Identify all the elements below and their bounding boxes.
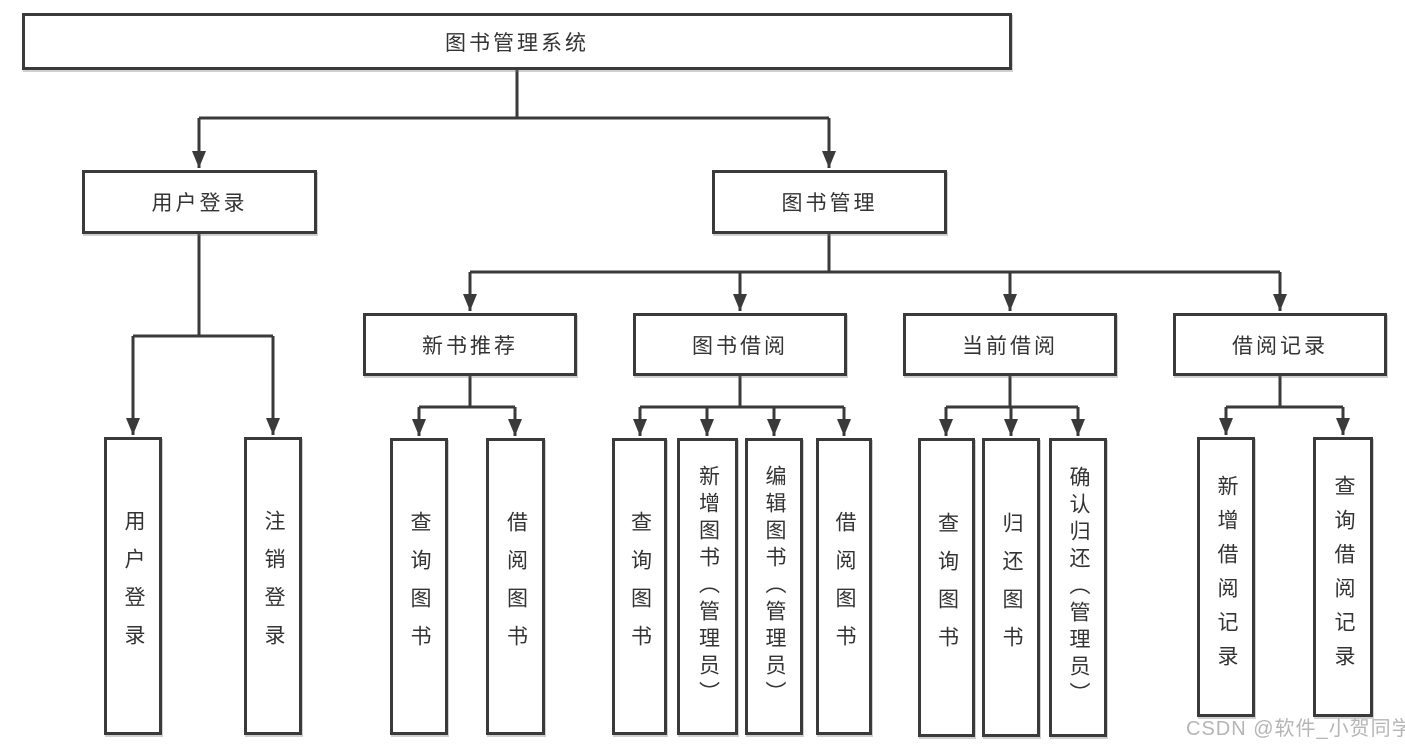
node-borrow-records-label: 借阅记录: [1232, 334, 1328, 358]
node-root-label: 图书管理系统: [445, 31, 589, 55]
csdn-watermark: CSDN @软件_小贺同学: [1186, 718, 1405, 740]
node-leaf-add-books-admin-label: 新增图书（管理员）: [696, 465, 720, 708]
node-current-borrow-label: 当前借阅: [962, 334, 1058, 358]
node-leaf-query-books-2: 查询图书: [612, 438, 667, 735]
node-leaf-user-login-label: 用户登录: [122, 510, 145, 662]
node-leaf-add-borrow-record: 新增借阅记录: [1197, 437, 1255, 717]
node-borrow-records: 借阅记录: [1173, 313, 1387, 376]
node-leaf-logout: 注销登录: [244, 437, 302, 735]
node-leaf-borrow-books-1: 借阅图书: [486, 438, 545, 735]
node-leaf-borrow-books-2-label: 借阅图书: [833, 510, 856, 663]
node-leaf-query-borrow-record: 查询借阅记录: [1313, 437, 1373, 717]
node-user-login: 用户登录: [82, 170, 317, 234]
node-leaf-query-books-3: 查询图书: [918, 438, 975, 737]
node-leaf-return-books: 归还图书: [982, 438, 1040, 737]
node-leaf-edit-books-admin-label: 编辑图书（管理员）: [763, 465, 786, 708]
node-book-borrow-label: 图书借阅: [692, 334, 788, 358]
node-new-book-recommend: 新书推荐: [363, 313, 577, 376]
node-book-borrow: 图书借阅: [633, 313, 847, 376]
node-leaf-add-books-admin: 新增图书（管理员）: [677, 438, 738, 735]
node-leaf-query-books-2-label: 查询图书: [628, 510, 652, 663]
node-leaf-query-books-3-label: 查询图书: [935, 511, 959, 664]
node-leaf-edit-books-admin: 编辑图书（管理员）: [745, 438, 803, 735]
node-book-management-label: 图书管理: [781, 192, 878, 215]
node-book-management: 图书管理: [712, 170, 947, 234]
node-current-borrow: 当前借阅: [903, 313, 1117, 376]
node-leaf-confirm-return-admin-label: 确认归还（管理员）: [1067, 466, 1090, 709]
node-new-book-recommend-label: 新书推荐: [422, 334, 518, 358]
node-leaf-add-borrow-record-label: 新增借阅记录: [1215, 475, 1238, 679]
node-user-login-label: 用户登录: [151, 192, 248, 215]
node-leaf-query-books-1-label: 查询图书: [408, 510, 431, 663]
node-leaf-query-books-1: 查询图书: [390, 438, 448, 735]
node-leaf-query-borrow-record-label: 查询借阅记录: [1332, 475, 1355, 679]
node-leaf-borrow-books-1-label: 借阅图书: [504, 510, 528, 663]
node-leaf-logout-label: 注销登录: [262, 510, 285, 662]
node-leaf-return-books-label: 归还图书: [1000, 511, 1023, 664]
node-leaf-confirm-return-admin: 确认归还（管理员）: [1049, 438, 1107, 737]
node-root: 图书管理系统: [22, 13, 1012, 70]
node-leaf-borrow-books-2: 借阅图书: [816, 438, 872, 735]
node-leaf-user-login: 用户登录: [104, 437, 162, 735]
